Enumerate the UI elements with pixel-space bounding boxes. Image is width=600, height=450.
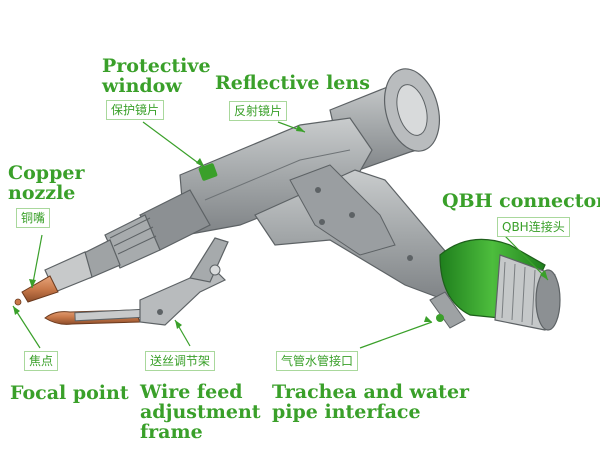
leader-qbh-connector: [504, 235, 549, 281]
leader-protective-window: [142, 121, 206, 169]
protective-window-label-line1: Protective: [102, 55, 211, 77]
copper-nozzle-label-line2: nozzle: [8, 182, 76, 204]
main-body: [179, 117, 373, 236]
copper-nozzle-label-line1: Copper: [8, 162, 85, 184]
copper-nozzle-cn-label: 铜嘴: [16, 208, 51, 228]
leader-arrowheads: [13, 125, 548, 329]
focal-point-cn-label: 焦点: [24, 351, 59, 371]
wire-feed-label-line2: adjustment: [140, 401, 261, 423]
front-barrel: [44, 189, 211, 293]
protective-window-cn-label: 保护镜片: [106, 100, 165, 120]
qbh-connector: [439, 238, 561, 331]
protective-window-label-line2: window: [102, 75, 182, 97]
copper-nozzle: [14, 275, 59, 306]
pipe-interface: [429, 291, 466, 329]
reflective-lens-cn-label: 反射镜片: [229, 101, 288, 121]
leader-lines: [12, 121, 549, 349]
focal-point-label: Focal point: [10, 382, 129, 404]
protective-window-marker: [198, 163, 218, 181]
wire-feed-label-line3: frame: [140, 421, 203, 443]
wire-feed-cn-label: 送丝调节架: [145, 351, 216, 371]
trachea-water-label-line2: pipe interface: [272, 401, 421, 423]
trachea-water-cn-label: 气管水管接口: [276, 351, 359, 371]
reflective-lens-label: Reflective lens: [215, 72, 370, 94]
qbh-connector-label: QBH connector: [442, 190, 600, 212]
trachea-water-label-line1: Trachea and water: [272, 381, 470, 403]
qbh-connector-cn-label: QBH连接头: [497, 217, 570, 237]
wire-feed-label-line1: Wire feed: [140, 381, 243, 403]
leader-trachea-water: [359, 321, 433, 349]
wire-feed-frame: [44, 237, 229, 326]
leader-copper-nozzle: [31, 234, 43, 289]
